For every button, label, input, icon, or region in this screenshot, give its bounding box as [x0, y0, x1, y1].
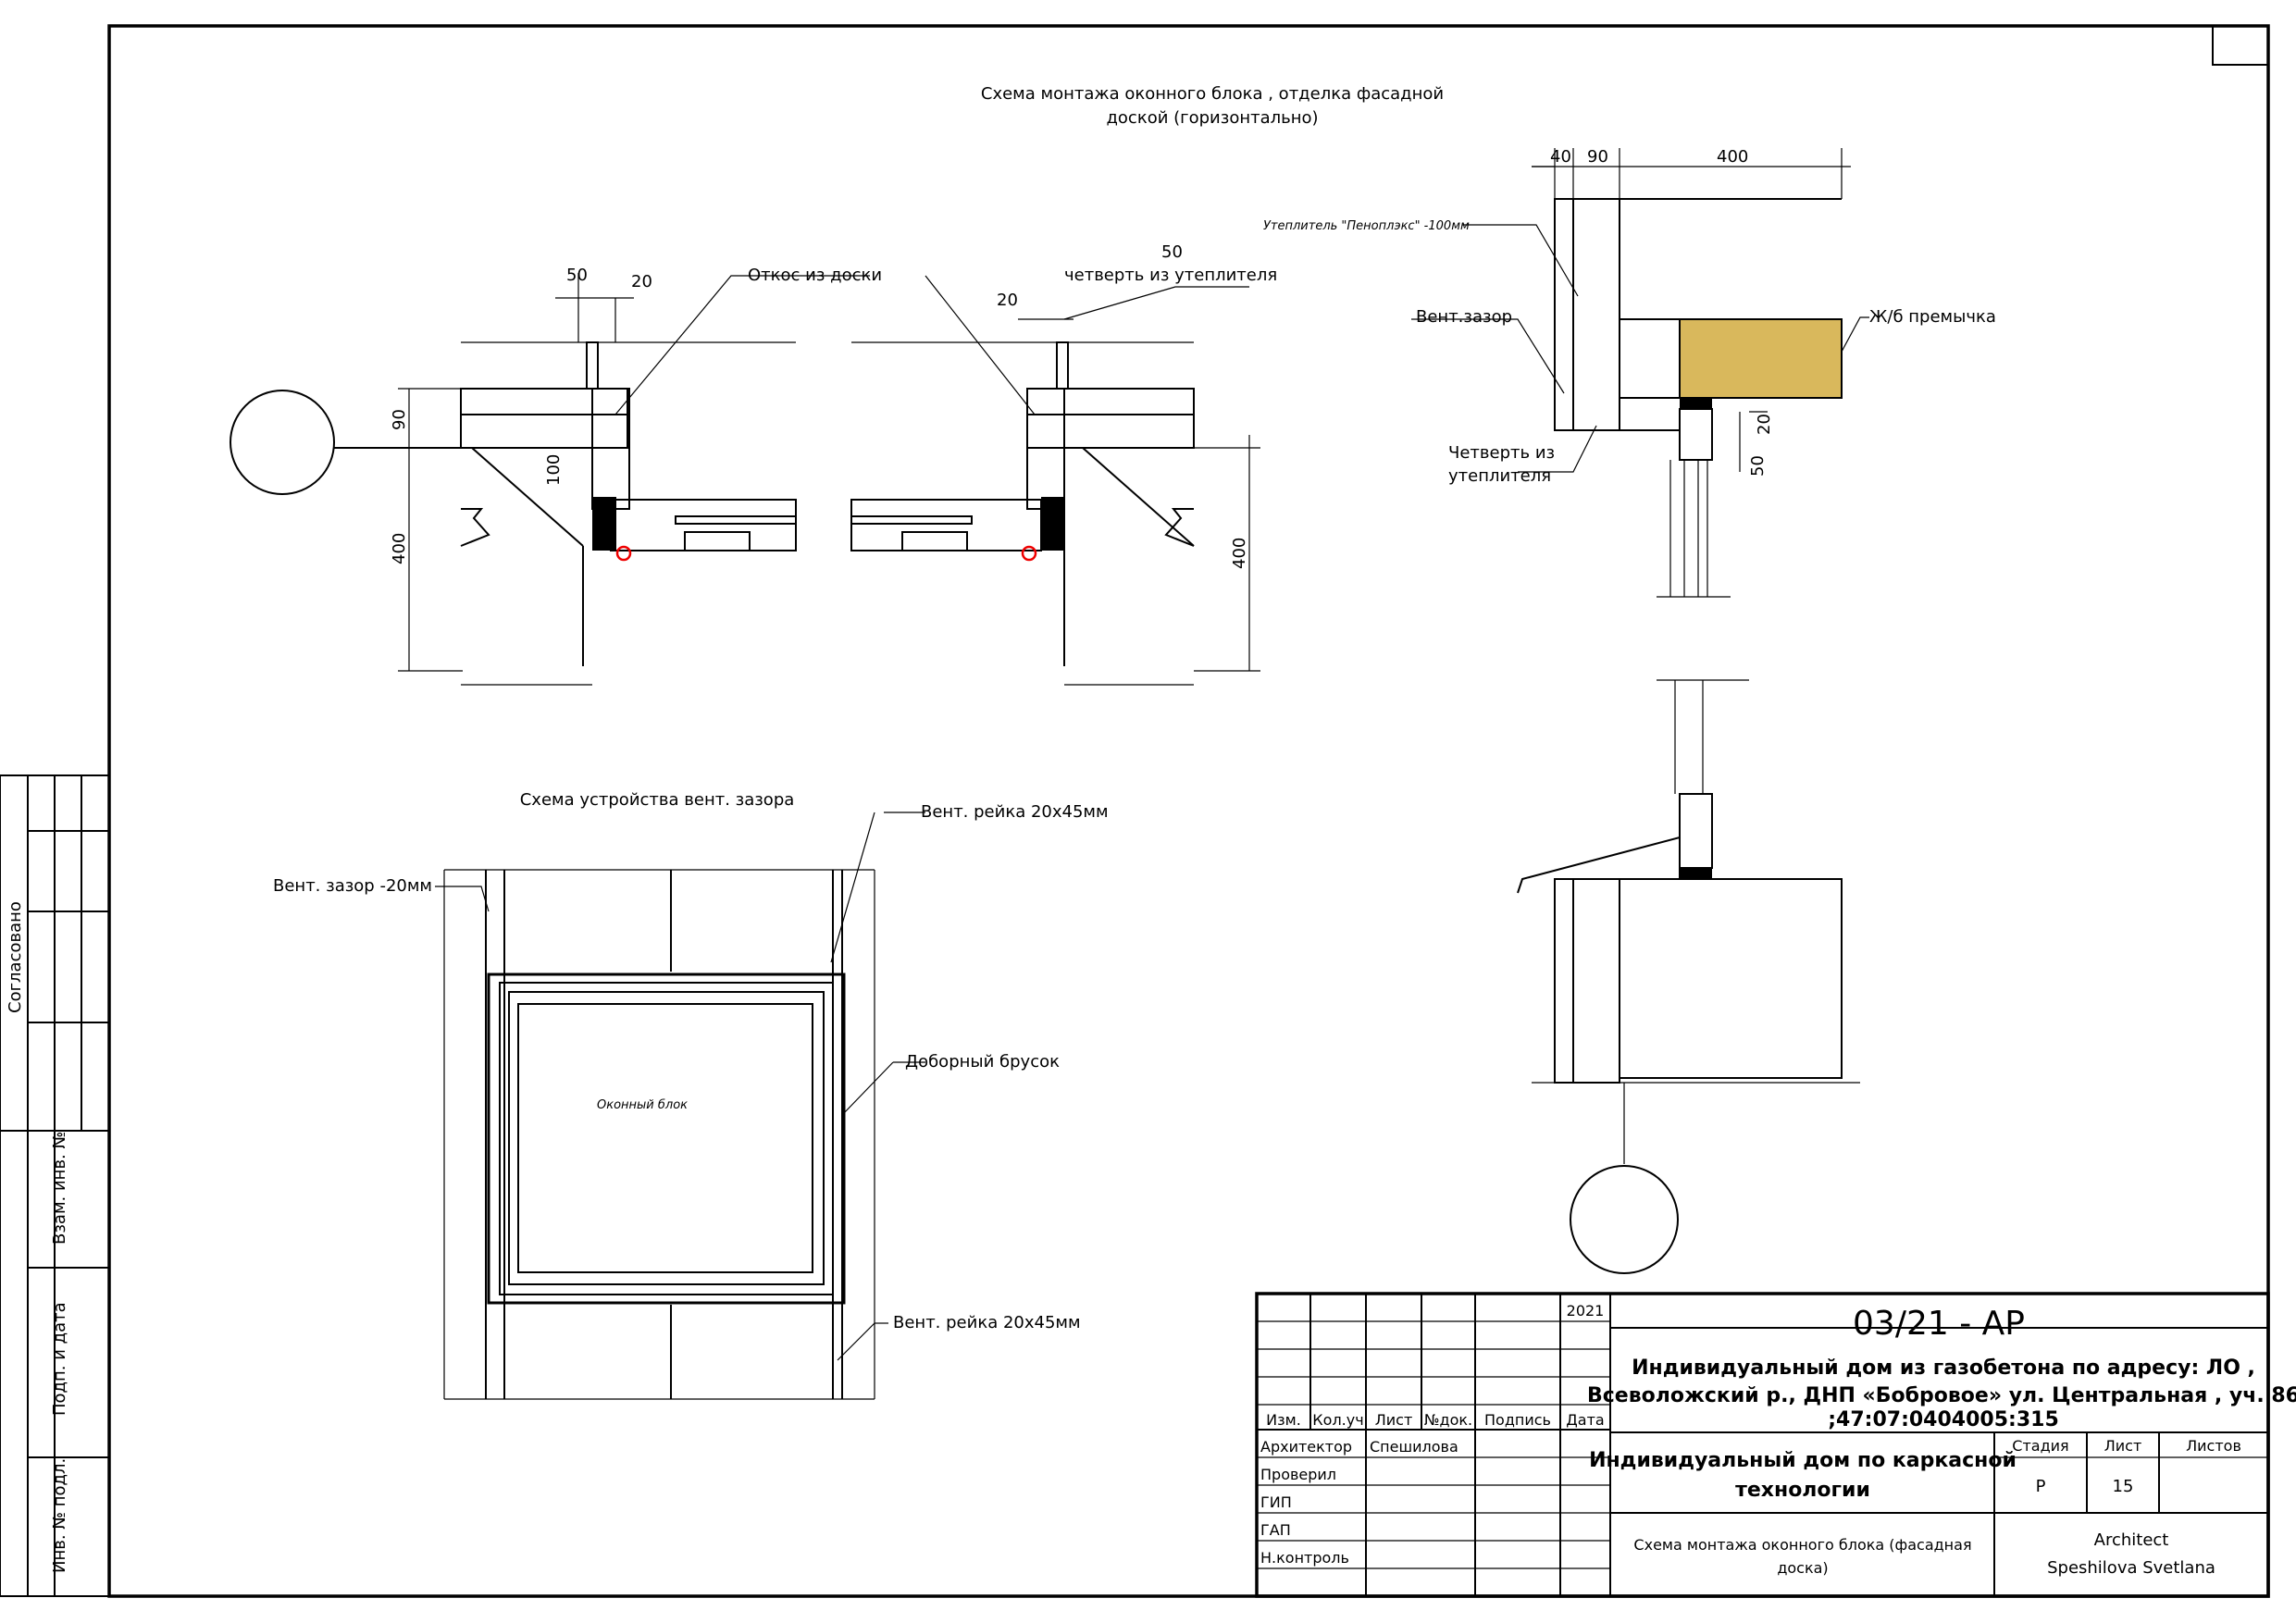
label-chetvert-plan: четверть из утеплителя — [1064, 266, 1277, 285]
project-line3: ;47:07:0404005:315 — [1828, 1408, 2059, 1431]
dim-20-section: 20 — [1755, 414, 1774, 435]
dim-400-left: 400 — [390, 533, 409, 564]
dim-20-left: 20 — [631, 272, 652, 291]
inv-podl-label: Инв. № подл. — [50, 1458, 69, 1573]
axis-marker-left — [230, 390, 335, 495]
vent-scheme: Схема устройства вент. зазора Оконный бл… — [273, 790, 1109, 1400]
plan-left: 50 20 90 400 100 Откос из доски — [230, 266, 882, 686]
dim-50-section: 50 — [1748, 455, 1768, 477]
axis-marker-bottom — [1570, 1165, 1679, 1274]
label-otkos: Откос из доски — [748, 266, 882, 285]
building-line1: Индивидуальный дом по каркасной — [1589, 1449, 2017, 1472]
dim-90-section: 90 — [1587, 147, 1608, 167]
author-line2: Speshilova Svetlana — [2047, 1558, 2215, 1578]
project-line2: Всеволожский р., ДНП «Бобровое» ул. Цент… — [1587, 1384, 2296, 1407]
dim-90-left: 90 — [390, 409, 409, 430]
dim-50-right: 50 — [1161, 242, 1183, 262]
col-list: Лист — [1375, 1411, 1413, 1429]
building-line2: технологии — [1735, 1479, 1870, 1502]
author-line1: Architect — [2094, 1530, 2169, 1550]
sheet-value: 15 — [2113, 1477, 2134, 1496]
window-label: Оконный блок — [597, 1098, 688, 1112]
label-chetvert-section-1: Четверть из — [1448, 443, 1555, 463]
vzam-inv-label: Взам. инв. № — [50, 1132, 69, 1245]
sheet-label: Лист — [2104, 1437, 2142, 1455]
plan-right: 400 20 50 четверть из утеплителя — [850, 242, 1277, 686]
col-data: Дата — [1566, 1411, 1604, 1429]
label-filler: Доборный брусок — [905, 1052, 1060, 1072]
title-block: 2021 03/21 - АР Индивидуальный дом из га… — [1255, 1292, 2296, 1598]
role-gip: ГИП — [1260, 1493, 1292, 1511]
role-checked: Проверил — [1260, 1466, 1336, 1483]
window-outer-frame — [487, 973, 846, 1305]
col-izm: Изм. — [1266, 1411, 1301, 1429]
section-view: 40 90 400 20 50 Утеп — [1263, 147, 1996, 1274]
col-podpis: Подпись — [1484, 1411, 1551, 1429]
main-title-line2: доской (горизонтально) — [1106, 108, 1318, 128]
role-ncontrol: Н.контроль — [1260, 1549, 1349, 1567]
col-ndok: №док. — [1424, 1411, 1472, 1429]
dim-400-right: 400 — [1230, 538, 1249, 569]
col-kol: Кол.уч — [1312, 1411, 1363, 1429]
stage-label: Стадия — [2012, 1437, 2068, 1455]
vent-scheme-title: Схема устройства вент. зазора — [520, 790, 795, 810]
side-stamp: Согласовано Взам. инв. № Подп. и дата Ин… — [0, 774, 110, 1597]
role-gap: ГАП — [1260, 1521, 1291, 1539]
sheets-label: Листов — [2186, 1437, 2241, 1455]
label-vent-gap-section: Вент.зазор — [1416, 307, 1512, 327]
doc-code: 03/21 - АР — [1853, 1305, 2025, 1343]
architect-name: Спешилова — [1370, 1438, 1458, 1456]
podp-data-label: Подп. и дата — [50, 1302, 69, 1416]
dim-50-left: 50 — [566, 266, 588, 285]
main-title-line1: Схема монтажа оконного блока , отделка ф… — [981, 84, 1444, 104]
stage-value: Р — [2036, 1477, 2046, 1496]
label-vent-gap: Вент. зазор -20мм — [273, 876, 432, 896]
label-rail-bottom: Вент. рейка 20х45мм — [893, 1313, 1081, 1332]
label-chetvert-section-2: утеплителя — [1448, 466, 1551, 486]
dim-40-section: 40 — [1550, 147, 1571, 167]
dim-100-left: 100 — [544, 454, 564, 486]
drawing-line2: доска) — [1777, 1559, 1828, 1577]
project-line1: Индивидуальный дом из газобетона по адре… — [1632, 1357, 2255, 1380]
drawing-line1: Схема монтажа оконного блока (фасадная — [1633, 1536, 1971, 1554]
role-architect: Архитектор — [1260, 1438, 1352, 1456]
dim-400-section: 400 — [1717, 147, 1748, 167]
label-lintel: Ж/б премычка — [1869, 307, 1996, 327]
label-insulation: Утеплитель "Пеноплэкс" -100мм — [1263, 219, 1470, 233]
label-rail-top: Вент. рейка 20х45мм — [921, 802, 1109, 822]
year-cell: 2021 — [1567, 1302, 1605, 1319]
dim-20-right: 20 — [997, 291, 1018, 310]
soglasovano-label: Согласовано — [6, 901, 25, 1013]
